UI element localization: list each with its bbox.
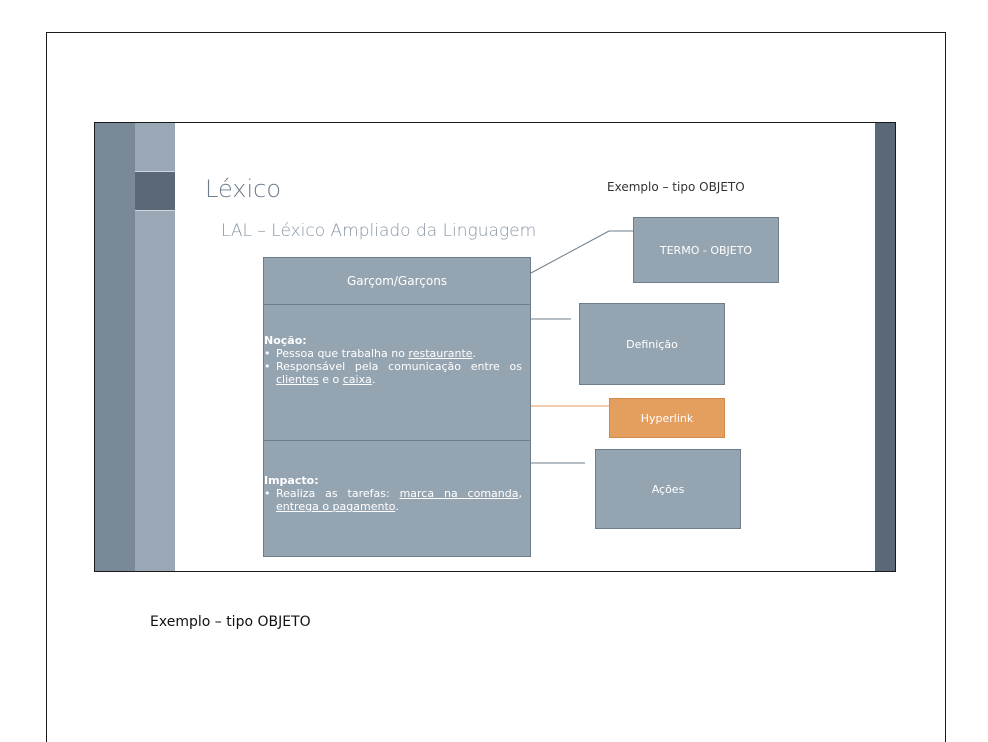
bullet-text: . xyxy=(472,347,477,360)
card-header: Garçom/Garçons xyxy=(264,258,530,305)
link-marca-na-comanda[interactable]: marca na comanda xyxy=(399,487,519,500)
nocao-bullet-2: • Responsável pela comunicação entre os … xyxy=(264,360,522,386)
nocao-content: Noção: • Pessoa que trabalha no restaura… xyxy=(264,334,530,386)
hyperlink-box: Hyperlink xyxy=(609,398,725,438)
nocao-label: Noção: xyxy=(264,334,307,347)
nocao-bullet-1: • Pessoa que trabalha no restaurante. xyxy=(264,347,522,360)
bullet-text: . xyxy=(371,373,376,386)
lexicon-card: Garçom/Garçons Noção: • Pessoa que traba… xyxy=(263,257,531,557)
bullet-text: Pessoa que trabalha no xyxy=(276,347,409,360)
slide-title: Léxico xyxy=(205,175,282,203)
slide: Léxico LAL – Léxico Ampliado da Linguage… xyxy=(94,122,896,572)
bullet-dot: • xyxy=(264,360,271,373)
bullet-text: Responsável pela comunicação entre os xyxy=(276,360,522,373)
impacto-label: Impacto: xyxy=(264,474,319,487)
bullet-text: e o xyxy=(318,373,343,386)
card-nocao-section: Noção: • Pessoa que trabalha no restaura… xyxy=(264,304,530,441)
termo-objeto-box: TERMO - OBJETO xyxy=(633,217,779,283)
slide-subtitle: LAL – Léxico Ampliado da Linguagem xyxy=(221,221,537,241)
link-restaurante[interactable]: restaurante xyxy=(408,347,473,360)
slide-example-label: Exemplo – tipo OBJETO xyxy=(607,180,745,194)
bullet-text: Realiza as tarefas: xyxy=(276,487,400,500)
link-entrega-o-pagamento[interactable]: entrega o pagamento xyxy=(276,500,396,513)
definicao-box: Definição xyxy=(579,303,725,385)
bullet-text: . xyxy=(395,500,399,513)
impacto-bullet-1: • Realiza as tarefas: marca na comanda, … xyxy=(264,487,522,513)
link-caixa[interactable]: caixa xyxy=(342,373,372,386)
bullet-dot: • xyxy=(264,487,271,500)
slide-stripe-block xyxy=(135,171,175,211)
acoes-box: Ações xyxy=(595,449,741,529)
slide-stripe-right xyxy=(875,123,895,571)
slide-caption: Exemplo – tipo OBJETO xyxy=(150,614,311,630)
bullet-dot: • xyxy=(264,347,271,360)
link-clientes[interactable]: clientes xyxy=(276,373,319,386)
page-frame xyxy=(46,32,946,742)
bullet-text: , xyxy=(518,487,523,500)
slide-stripe-dark xyxy=(95,123,135,571)
connector-termo xyxy=(530,230,610,274)
card-impacto-section: Impacto: • Realiza as tarefas: marca na … xyxy=(264,440,530,556)
impacto-content: Impacto: • Realiza as tarefas: marca na … xyxy=(264,474,530,513)
